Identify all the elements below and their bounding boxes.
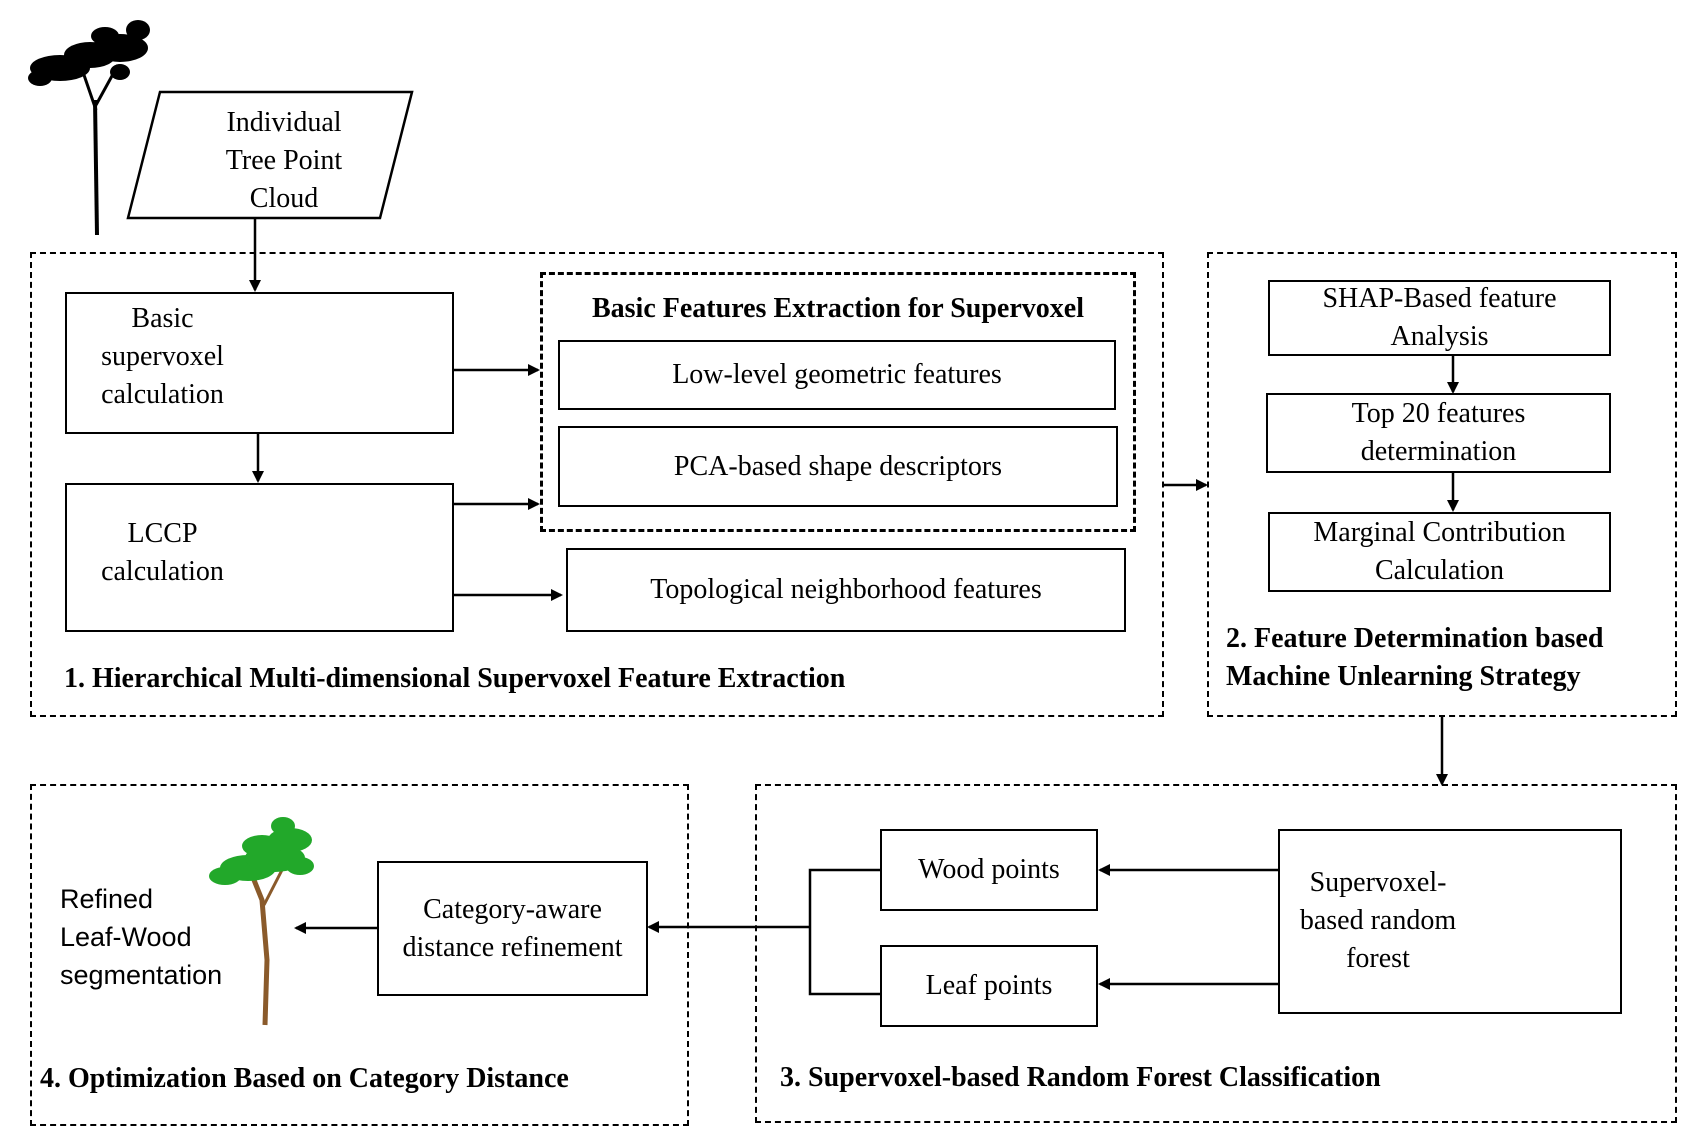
lccp-box	[65, 483, 454, 632]
random-forest-label: Supervoxel- based random forest	[1299, 867, 1457, 974]
wood-points-box: Wood points	[880, 829, 1098, 911]
category-refinement-box: Category-aware distance refinement	[377, 861, 648, 996]
input-parallelogram	[126, 90, 414, 220]
marginal-contribution-box: Marginal Contribution Calculation	[1268, 512, 1611, 592]
basic-supervoxel-box	[65, 292, 454, 434]
bracket-wood-leaf	[808, 868, 880, 996]
shap-analysis-box: SHAP-Based feature Analysis	[1268, 280, 1611, 356]
basic-features-group-title: Basic Features Extraction for Supervoxel	[591, 293, 1084, 324]
random-forest-box	[1278, 829, 1622, 1014]
basic-supervoxel-label: Basic supervoxel calculation	[101, 303, 224, 410]
tree-silhouette-icon	[28, 20, 150, 236]
panel1-title: 1. Hierarchical Multi-dimensional Superv…	[64, 663, 846, 694]
panel-classification	[755, 784, 1677, 1123]
refined-segmentation-label: Refined Leaf-Wood segmentation	[60, 884, 223, 990]
panel-feature-extraction	[30, 252, 1164, 717]
basic-features-group	[540, 272, 1136, 532]
topological-features-box: Topological neighborhood features	[566, 548, 1126, 632]
top20-features-box: Top 20 features determination	[1266, 393, 1611, 473]
green-tree-icon	[209, 817, 314, 1026]
panel3-title: 3. Supervoxel-based Random Forest Classi…	[780, 1062, 1381, 1093]
lccp-label: LCCP calculation	[101, 518, 224, 587]
panel-feature-determination	[1207, 252, 1677, 717]
low-level-features-box: Low-level geometric features	[558, 340, 1116, 410]
leaf-points-box: Leaf points	[880, 945, 1098, 1027]
panel-optimization	[30, 784, 689, 1126]
arrows	[249, 218, 1459, 996]
pca-descriptors-box: PCA-based shape descriptors	[558, 426, 1118, 507]
panel4-title: 4. Optimization Based on Category Distan…	[40, 1063, 569, 1094]
input-label: Individual Tree Point Cloud	[225, 107, 343, 214]
panel2-title: 2. Feature Determination based Machine U…	[1226, 623, 1604, 692]
